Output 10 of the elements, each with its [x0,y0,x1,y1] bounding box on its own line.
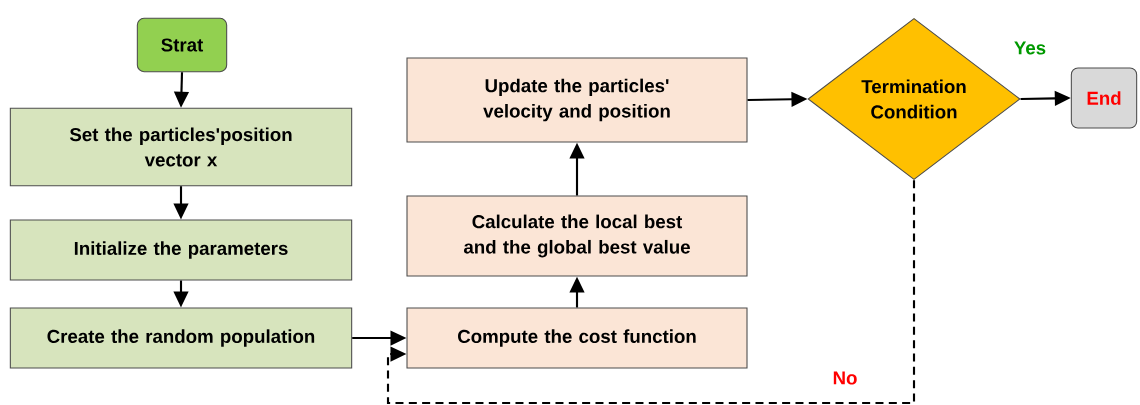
process-box: Compute the cost function [406,307,748,369]
process-box: Update the particles' velocity and position [406,57,748,143]
process-box: Calculate the local best and the global best value [406,195,748,277]
arrow [386,180,916,405]
process-box: Create the random population [9,307,353,369]
process-box: Initialize the parameters [9,219,353,281]
process-box: Set the particles'position vector x [9,107,353,187]
start-box: Strat [136,17,228,73]
edge-label: No [831,370,859,386]
end-box: End [1070,67,1138,129]
